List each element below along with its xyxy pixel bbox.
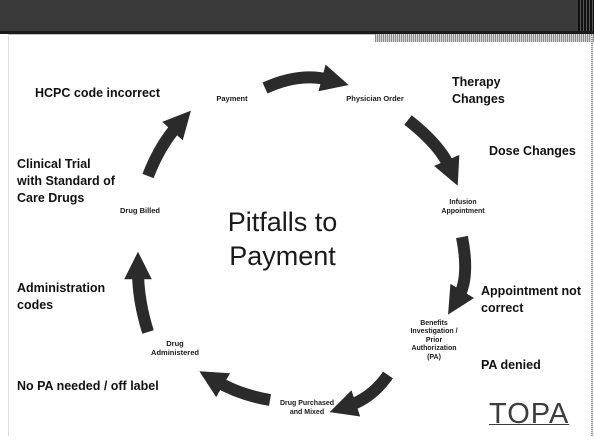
node-drug-billed: Drug Billed [119,206,160,215]
node-infusion-appointment: Infusion Appointment [441,199,485,215]
center-title: Pitfalls to Payment [227,207,338,271]
arrow-infusion-to-benefits [448,235,475,315]
node-drug-purchased: Drug Purchased and Mixed [279,400,335,416]
divider-line [8,34,388,35]
pitfall-administration-codes: Administration codes [17,281,106,312]
node-drug-administered: Drug Administered [151,339,199,358]
header-bar [0,0,594,31]
node-benefits-investigation: Benefits Investigation / Prior Authoriza… [410,320,458,361]
node-payment: Payment [216,94,248,103]
dotted-decoration [375,34,594,42]
right-border-decoration [591,36,593,436]
arrow-billed-to-payment [142,110,191,179]
arrow-order-to-infusion [404,115,460,186]
arrow-purchased-to-administered [199,371,272,406]
arrow-administered-to-billed [124,251,154,334]
pitfall-pa-denied: PA denied [481,358,541,372]
pitfall-therapy: Therapy Changes [452,75,505,106]
header-stripe [0,31,594,34]
left-border-line [8,36,9,436]
pitfall-clinical-trial: Clinical Trial with Standard of Care Dru… [17,157,115,205]
pitfall-no-pa: No PA needed / off label [17,379,159,393]
pitfall-appointment: Appointment not correct [481,284,581,315]
header-edge-decoration [578,0,594,31]
arrow-payment-to-order [262,64,349,94]
pitfall-hcpc: HCPC code incorrect [35,86,161,100]
arrow-benefits-to-purchased [329,371,393,417]
node-physician-order: Physician Order [346,94,404,103]
topa-logo: TOPA [489,398,570,430]
pitfall-dose: Dose Changes [489,144,576,158]
